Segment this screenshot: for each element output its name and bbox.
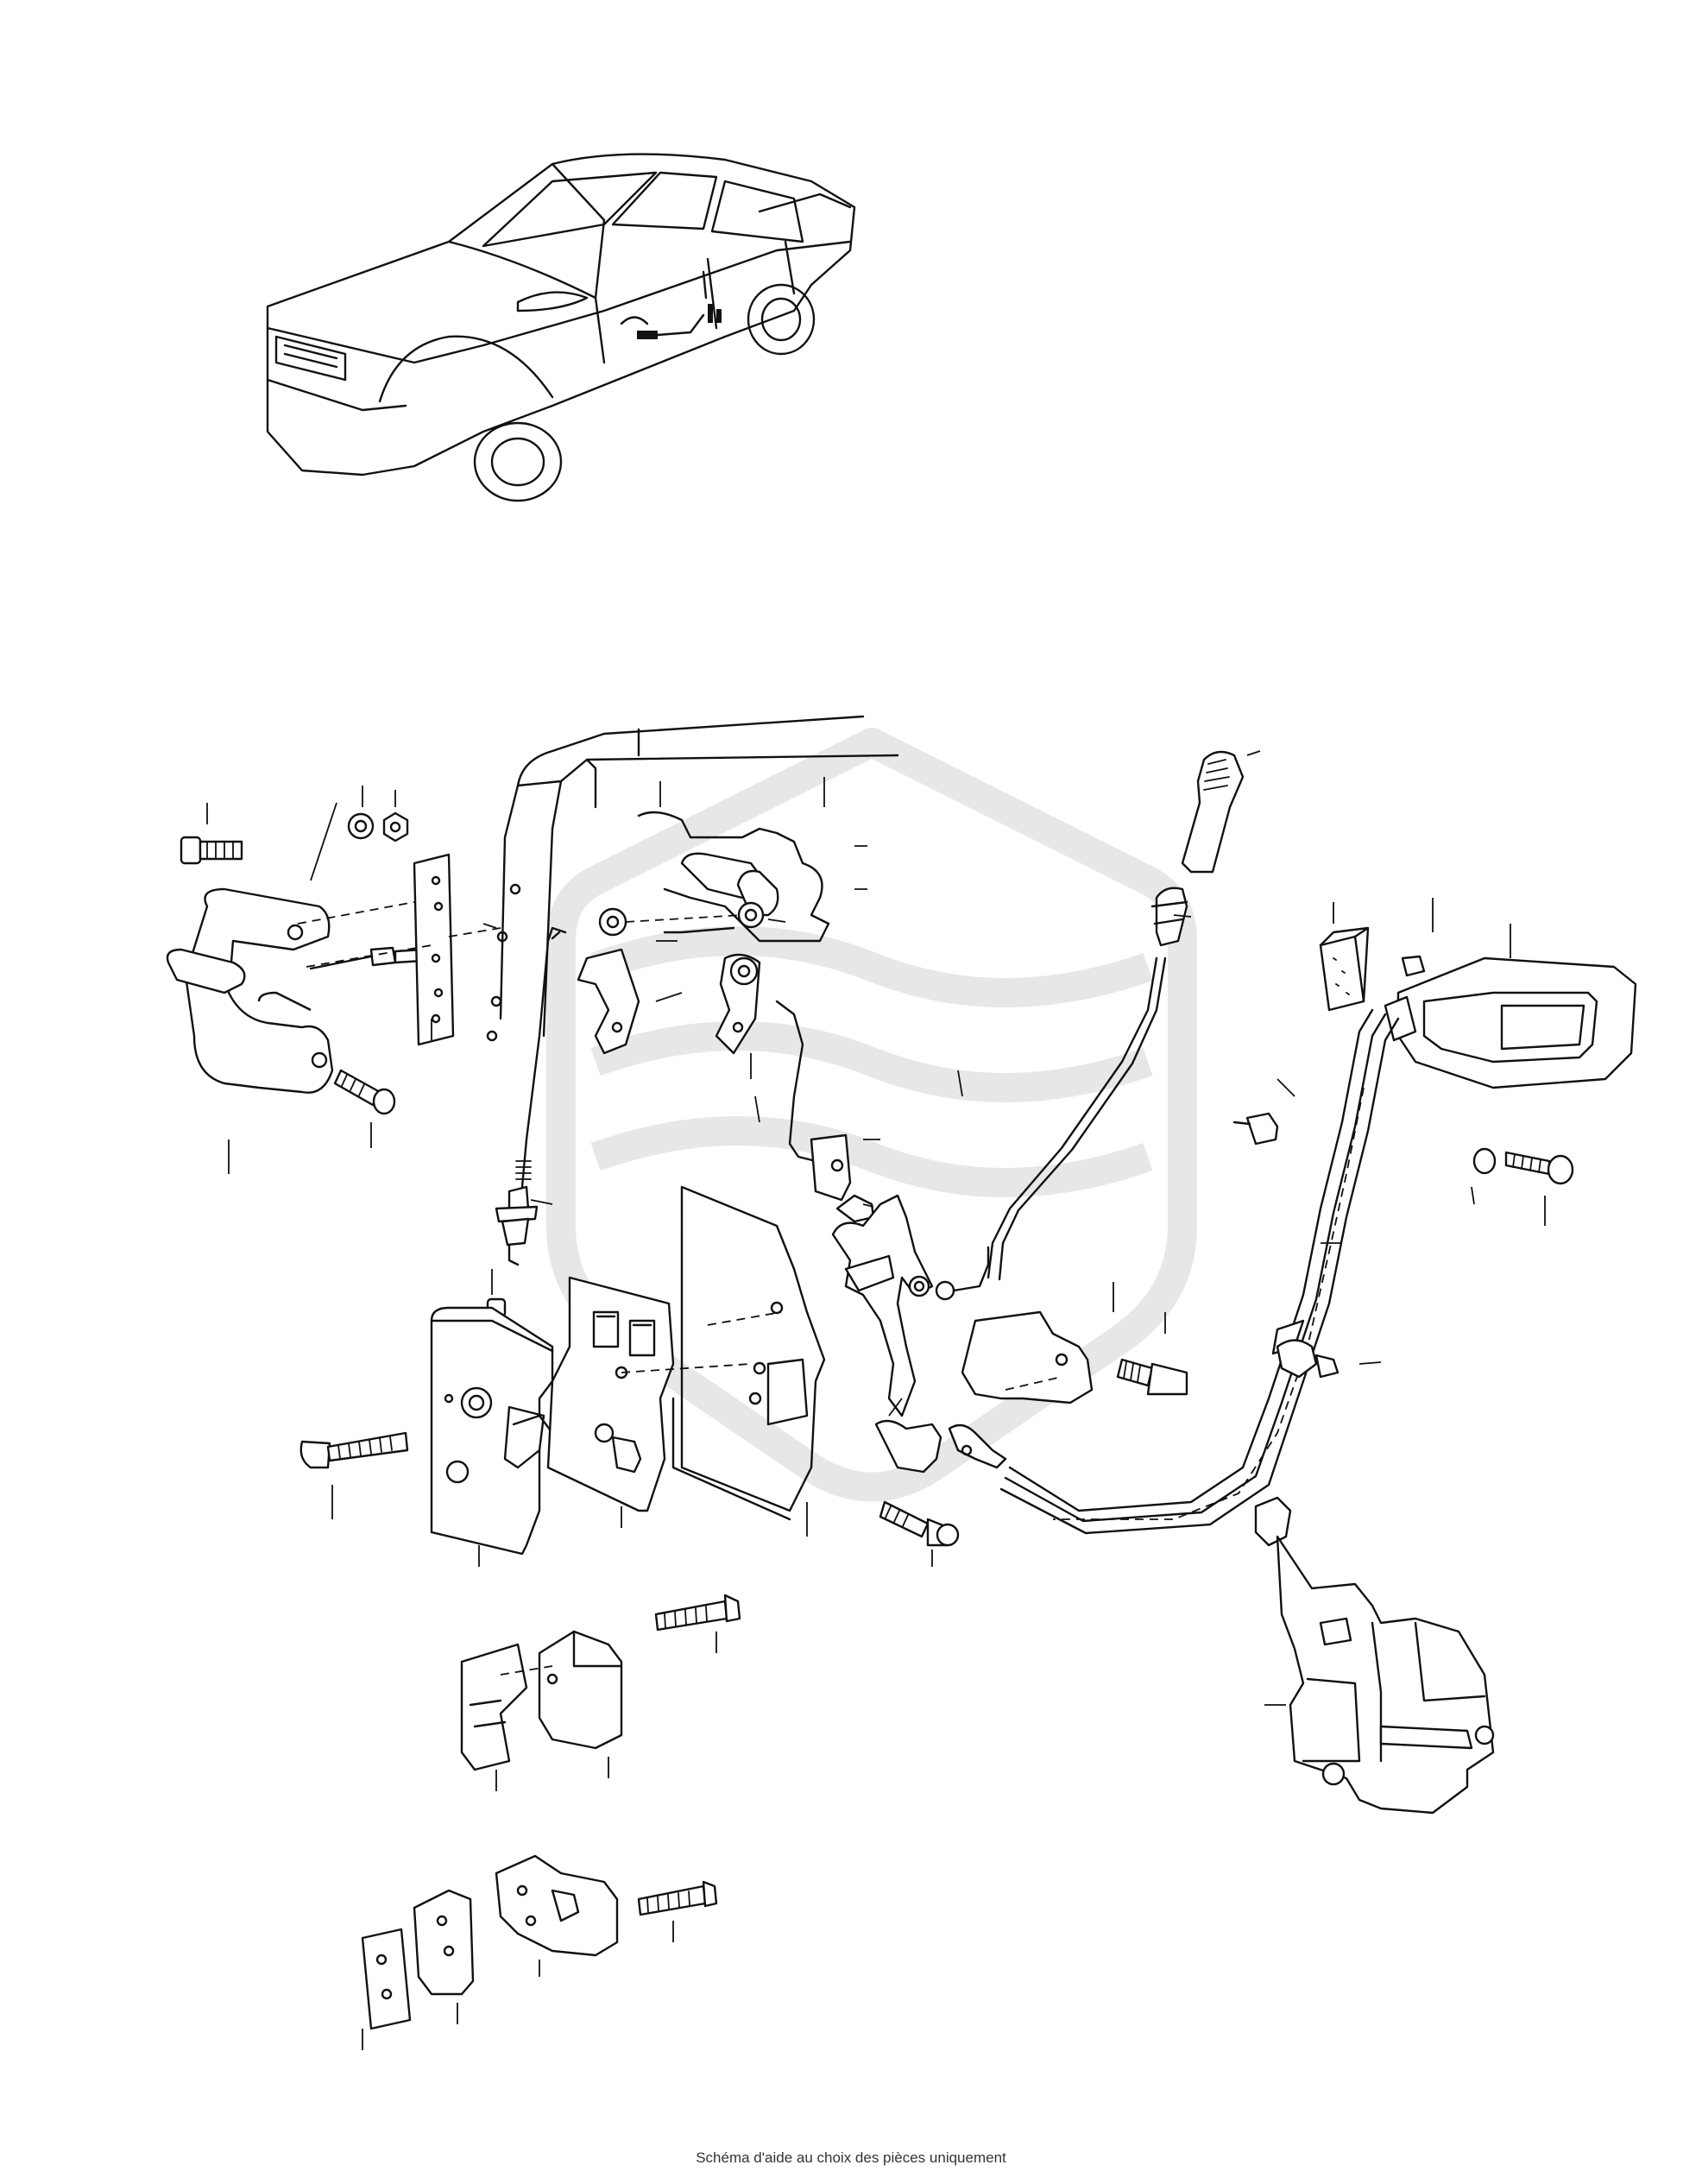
lock-mounting-plate <box>546 1276 675 1512</box>
bolt-top-left <box>180 836 243 865</box>
bolt-center-right <box>1116 1358 1188 1396</box>
door-frame-outline <box>486 715 899 1042</box>
cable-end-lever <box>874 1419 1007 1474</box>
lock-knob-and-rod <box>987 750 1245 1281</box>
lock-screw <box>299 1431 409 1469</box>
rivet-pin-and-plate <box>297 853 501 1046</box>
bolt-lower-center <box>879 1500 960 1547</box>
striker-plate-assembly <box>460 1594 741 1771</box>
inner-door-handle <box>1319 926 1637 1089</box>
central-locking-actuator <box>1254 1496 1495 1815</box>
cable-clip <box>1276 1339 1340 1379</box>
left-lock-rod <box>486 926 567 1318</box>
upper-lock-linkage <box>577 811 830 1055</box>
door-lock-body <box>430 1306 554 1556</box>
car-overview-illustration <box>266 153 856 502</box>
door-check-strap <box>166 887 334 1094</box>
diagram-disclaimer-caption: Schéma d'aide au choix des pièces unique… <box>696 2149 1006 2166</box>
handle-screw-and-washer <box>1472 1147 1574 1185</box>
rod-clip <box>1232 1112 1279 1146</box>
washer-and-nut <box>347 811 409 843</box>
lower-striker-parts <box>361 1854 718 2030</box>
interior-release-levers <box>775 1000 990 1417</box>
watermark-logo <box>546 728 1197 1502</box>
outer-handle-bracket <box>961 1310 1094 1404</box>
door-mechanism-carrier-panel <box>621 1185 826 1521</box>
bolt-check-strap-lower <box>333 1069 396 1115</box>
callout-leader-lines <box>206 750 1546 2050</box>
